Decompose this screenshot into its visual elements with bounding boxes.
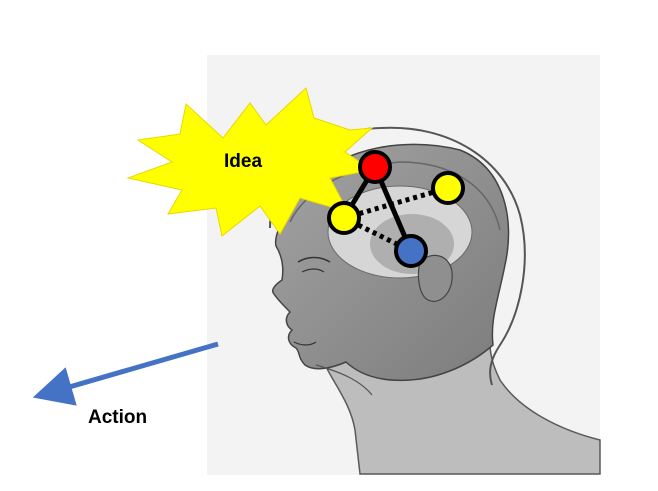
edge-left-yellow-to-right-yellow: [343, 185, 449, 221]
head-sketch-icon: [269, 126, 601, 475]
action-arrow-icon: [32, 341, 219, 406]
network-nodes: [327, 150, 465, 268]
node-blue: [394, 234, 428, 268]
action-label: Action: [88, 407, 147, 428]
idea-burst-icon: [126, 87, 374, 237]
idea-label: Idea: [224, 151, 262, 172]
node-yellow-left: [327, 201, 361, 235]
node-yellow-right: [431, 171, 465, 205]
node-red: [358, 150, 392, 184]
